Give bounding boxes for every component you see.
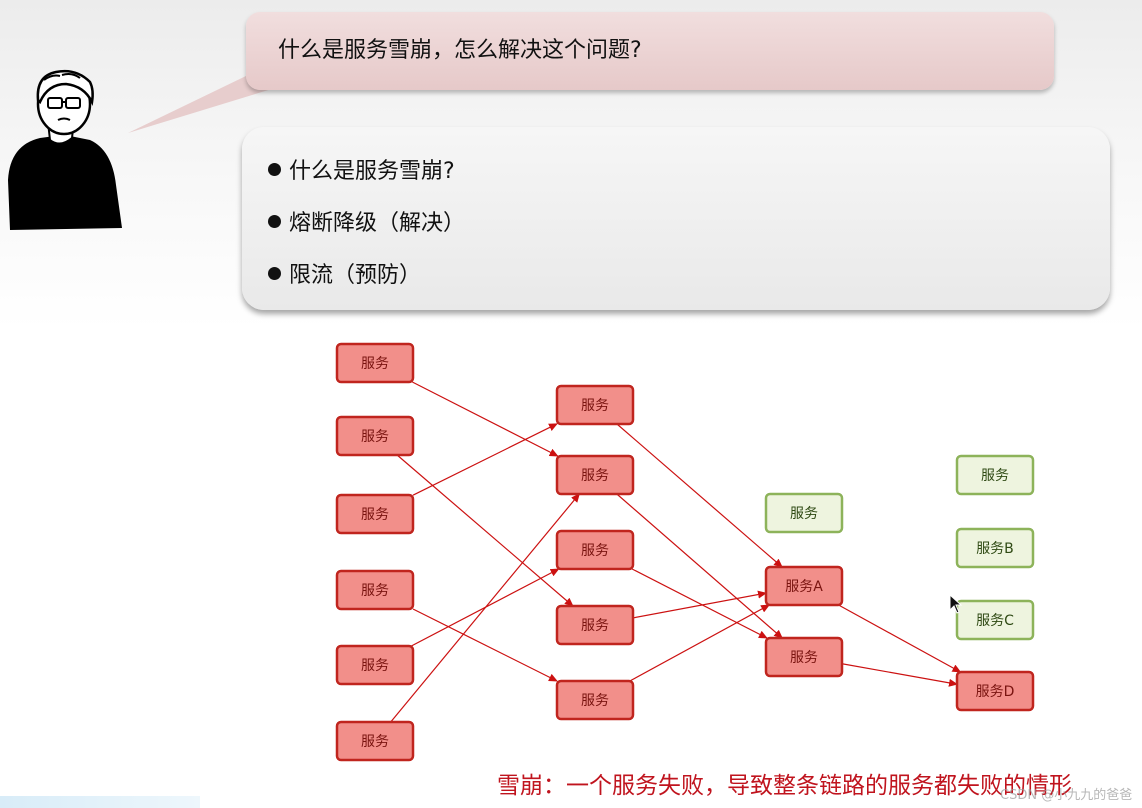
dependency-arrow — [632, 569, 767, 638]
dependency-arrow — [633, 593, 766, 618]
dependency-arrow — [617, 424, 782, 567]
failed-service-node: 服务 — [557, 681, 633, 719]
failed-service-node: 服务 — [337, 571, 413, 609]
service-label: 服务 — [361, 583, 389, 599]
service-label: 服务 — [581, 468, 609, 484]
failed-service-node: 服务 — [337, 417, 413, 455]
failed-service-node: 服务 — [557, 456, 633, 494]
service-label: 服务 — [361, 658, 389, 674]
dependency-arrow — [397, 455, 573, 606]
caption-text: 雪崩：一个服务失败，导致整条链路的服务都失败的情形 — [497, 766, 1072, 800]
service-label: 服务 — [581, 693, 609, 709]
failed-service-node: 服务 — [337, 646, 413, 684]
service-label: 服务C — [976, 613, 1014, 629]
service-label: 服务 — [790, 506, 818, 522]
dependency-arrow — [839, 605, 961, 672]
watermark: CSDN @小九九的爸爸 — [1000, 784, 1132, 803]
failed-service-node: 服务 — [557, 386, 633, 424]
service-label: 服务 — [361, 507, 389, 523]
service-label: 服务 — [790, 650, 818, 666]
service-label: 服务A — [785, 579, 823, 595]
dependency-arrow — [413, 424, 557, 495]
failed-service-node: 服务 — [337, 344, 413, 382]
service-label: 服务 — [361, 734, 389, 750]
dependency-arrow — [842, 664, 957, 684]
service-label: 服务 — [361, 356, 389, 372]
failed-service-node: 服务D — [957, 672, 1033, 710]
dependency-arrow — [413, 609, 557, 681]
service-label: 服务 — [361, 429, 389, 445]
service-label: 服务 — [981, 468, 1009, 484]
failed-service-node: 服务 — [766, 638, 842, 676]
service-label: 服务 — [581, 543, 609, 559]
healthy-service-node: 服务B — [957, 529, 1033, 567]
failed-service-node: 服务 — [337, 722, 413, 760]
service-label: 服务D — [976, 684, 1015, 700]
mouse-cursor-icon — [949, 594, 963, 614]
healthy-service-node: 服务C — [957, 601, 1033, 639]
service-label: 服务B — [976, 541, 1014, 557]
healthy-service-node: 服务 — [766, 494, 842, 532]
dependency-arrow — [412, 382, 557, 456]
dependency-arrow — [391, 494, 580, 722]
failed-service-node: 服务 — [557, 606, 633, 644]
service-label: 服务 — [581, 398, 609, 414]
healthy-service-node: 服务 — [957, 456, 1033, 494]
dependency-arrow — [630, 605, 769, 681]
service-label: 服务 — [581, 618, 609, 634]
failed-service-node: 服务 — [557, 531, 633, 569]
failed-service-node: 服务A — [766, 567, 842, 605]
failed-service-node: 服务 — [337, 495, 413, 533]
